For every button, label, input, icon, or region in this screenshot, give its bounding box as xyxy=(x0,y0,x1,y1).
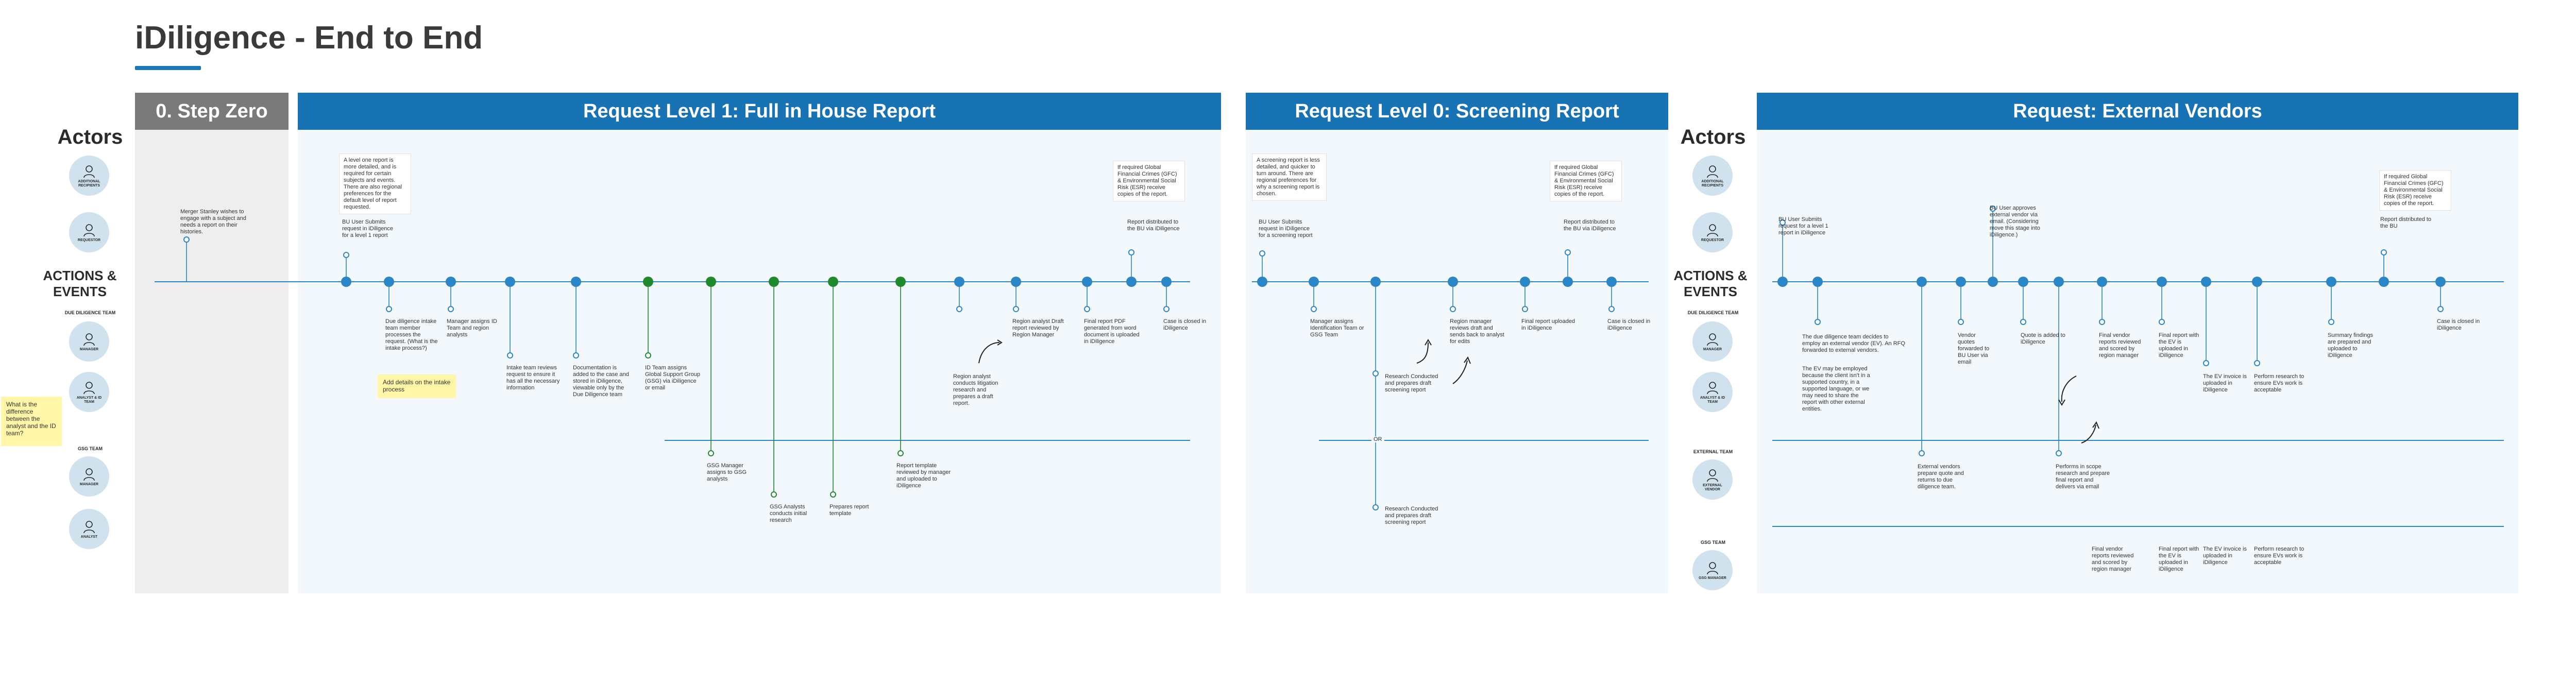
actor-analyst-id-team-left[interactable]: ANALYST & ID TEAM xyxy=(69,372,109,412)
event-ext-gsg-invoice[interactable]: The EV invoice is uploaded in iDiligence xyxy=(2203,546,2247,566)
note-level1-gfc-esr[interactable]: If required Global Financial Crimes (GFC… xyxy=(1113,161,1185,201)
note-level1-definition[interactable]: A level one report is more detailed, and… xyxy=(339,153,411,214)
person-icon xyxy=(83,381,95,394)
section-header-level1[interactable]: Request Level 1: Full in House Report xyxy=(298,93,1221,130)
person-icon xyxy=(1707,224,1718,236)
event-ext-gsg-perform-research[interactable]: Perform research to ensure EVs work is a… xyxy=(2254,546,2304,566)
level0-panel xyxy=(1246,130,1668,593)
actor-analyst-id-team-right[interactable]: ANALYST & ID TEAM xyxy=(1692,372,1733,412)
event-l0-research-gsg[interactable]: Research Conducted and prepares draft sc… xyxy=(1385,506,1438,525)
event-ext-submit[interactable]: BU User Submits request for a level 1 re… xyxy=(1778,216,1828,236)
page-title: iDiligence - End to End xyxy=(135,20,483,56)
team-label-due-diligence-left: DUE DILIGENCE TEAM xyxy=(64,310,116,315)
team-label-external: EXTERNAL TEAM xyxy=(1693,449,1733,454)
event-ext-quotes-forwarded[interactable]: Vendor quotes forwarded to BU User via e… xyxy=(1958,332,1990,365)
person-icon xyxy=(1707,165,1718,178)
person-icon xyxy=(1707,561,1718,574)
person-icon xyxy=(83,165,95,178)
event-ext-vendors-quote[interactable]: External vendors prepare quote and retur… xyxy=(1918,464,1964,490)
event-l1-intake[interactable]: Due diligence intake team member process… xyxy=(385,318,438,351)
actor-manager-right[interactable]: MANAGER xyxy=(1692,321,1733,362)
event-l1-distributed[interactable]: Report distributed to the BU via iDilige… xyxy=(1127,219,1180,232)
event-l1-intake-reviews[interactable]: Intake team reviews request to ensure it… xyxy=(506,365,560,391)
person-icon xyxy=(1707,381,1718,394)
note-level0-gfc-esr[interactable]: If required Global Financial Crimes (GFC… xyxy=(1550,161,1622,201)
team-label-gsg-right: GSG TEAM xyxy=(1700,540,1725,545)
event-ext-final-report[interactable]: Final report with the EV is uploaded in … xyxy=(2159,332,2199,358)
actions-events-title-left: ACTIONS & EVENTS xyxy=(43,268,117,299)
event-ext-invoice[interactable]: The EV invoice is uploaded in iDiligence xyxy=(2203,373,2247,393)
event-l1-litigation[interactable]: Region analyst conducts litigation resea… xyxy=(953,373,998,406)
event-l0-distributed[interactable]: Report distributed to the BU via iDilige… xyxy=(1564,219,1616,232)
section-header-level0[interactable]: Request Level 0: Screening Report xyxy=(1246,93,1668,130)
title-underline xyxy=(135,66,201,70)
event-l0-final-upload[interactable]: Final report uploaded in iDiligence xyxy=(1521,318,1575,331)
event-l0-research[interactable]: Research Conducted and prepares draft sc… xyxy=(1385,373,1438,393)
actor-requestor-right[interactable]: REQUESTOR xyxy=(1692,212,1733,252)
actors-title-right: Actors xyxy=(1680,126,1746,148)
event-ext-quote-added[interactable]: Quote is added to iDiligence xyxy=(2021,332,2065,345)
event-l1-template[interactable]: Prepares report template xyxy=(829,504,869,517)
person-icon xyxy=(83,520,95,533)
step-zero-panel xyxy=(135,130,289,593)
event-l1-closed[interactable]: Case is closed in iDiligence xyxy=(1163,318,1207,331)
actor-manager-dd-left[interactable]: MANAGER xyxy=(69,321,109,362)
person-icon xyxy=(1707,333,1718,346)
team-label-gsg-left: GSG TEAM xyxy=(77,446,103,451)
event-ext-perform-research[interactable]: Perform research to ensure EVs work is a… xyxy=(2254,373,2304,393)
event-l1-id-team-assigns[interactable]: ID Team assigns Global Support Group (GS… xyxy=(645,365,701,391)
event-l0-manager-assigns[interactable]: Manager assigns Identification Team or G… xyxy=(1310,318,1364,338)
team-label-due-diligence-right: DUE DILIGENCE TEAM xyxy=(1687,310,1739,315)
event-l0-closed[interactable]: Case is closed in iDiligence xyxy=(1607,318,1651,331)
event-l1-template-reviewed[interactable]: Report template reviewed by manager and … xyxy=(896,463,951,489)
section-header-step-zero[interactable]: 0. Step Zero xyxy=(135,93,289,130)
note-external-gfc-esr[interactable]: If required Global Financial Crimes (GFC… xyxy=(2379,170,2451,211)
actor-additional-recipients-left[interactable]: ADDITIONAL RECIPIENTS xyxy=(69,156,109,196)
event-l1-gsg-manager[interactable]: GSG Manager assigns to GSG analysts xyxy=(707,463,747,482)
event-step-zero[interactable]: Merger Stanley wishes to engage with a s… xyxy=(180,209,246,235)
event-ext-vendor-reports[interactable]: Final vendor reports reviewed and scored… xyxy=(2099,332,2141,358)
note-external-ev-reason[interactable]: The EV may be employed because the clien… xyxy=(1802,366,1870,412)
actor-requestor-left[interactable]: REQUESTOR xyxy=(69,212,109,252)
event-ext-performs-research[interactable]: Performs in scope research and prepare f… xyxy=(2056,464,2110,490)
actions-events-title-right: ACTIONS & EVENTS xyxy=(1673,268,1748,299)
event-ext-closed[interactable]: Case is closed in iDiligence xyxy=(2437,318,2480,331)
event-ext-distributed[interactable]: Report distributed to the BU xyxy=(2380,216,2432,229)
event-l1-documentation[interactable]: Documentation is added to the case and s… xyxy=(573,365,629,398)
event-l1-final-pdf[interactable]: Final report PDF generated from word doc… xyxy=(1084,318,1140,345)
person-icon xyxy=(1707,469,1718,482)
person-icon xyxy=(83,333,95,346)
actor-additional-recipients-right[interactable]: ADDITIONAL RECIPIENTS xyxy=(1692,156,1733,196)
section-header-external[interactable]: Request: External Vendors xyxy=(1757,93,2518,130)
event-l1-submit[interactable]: BU User Submits request in iDiligence fo… xyxy=(342,219,394,238)
person-icon xyxy=(83,468,95,481)
event-l1-draft-reviewed[interactable]: Region analyst Draft report reviewed by … xyxy=(1012,318,1064,338)
event-ext-summary[interactable]: Summary findings are prepared and upload… xyxy=(2328,332,2374,358)
sticky-note-analyst-question[interactable]: What is the difference between the analy… xyxy=(1,397,62,446)
event-ext-gsg-vendor-reports[interactable]: Final vendor reports reviewed and scored… xyxy=(2092,546,2134,572)
event-l0-submit[interactable]: BU User Submits request in iDiligence fo… xyxy=(1259,219,1313,238)
event-ext-gsg-final-report[interactable]: Final report with the EV is uploaded in … xyxy=(2159,546,2199,572)
person-icon xyxy=(83,224,95,236)
actor-gsg-manager-right[interactable]: GSG MANAGER xyxy=(1692,550,1733,590)
or-label: OR xyxy=(1371,436,1384,442)
note-external-dd-decides[interactable]: The due diligence team decides to employ… xyxy=(1802,334,1905,353)
event-ext-bu-approves[interactable]: BU User approves external vendor via ema… xyxy=(1990,205,2040,238)
event-l1-gsg-research[interactable]: GSG Analysts conducts initial research xyxy=(770,504,807,523)
sticky-note-intake[interactable]: Add details on the intake process xyxy=(378,374,456,398)
actor-manager-gsg-left[interactable]: MANAGER xyxy=(69,456,109,497)
event-l1-manager-assigns[interactable]: Manager assigns ID Team and region analy… xyxy=(447,318,497,338)
actors-title-left: Actors xyxy=(57,126,123,148)
note-level0-definition[interactable]: A screening report is less detailed, and… xyxy=(1252,153,1327,201)
level1-panel xyxy=(298,130,1221,593)
actor-external-vendor[interactable]: EXTERNAL VENDOR xyxy=(1692,459,1733,500)
actor-analyst-gsg-left[interactable]: ANALYST xyxy=(69,509,109,549)
event-l0-region-review[interactable]: Region manager reviews draft and sends b… xyxy=(1450,318,1504,345)
